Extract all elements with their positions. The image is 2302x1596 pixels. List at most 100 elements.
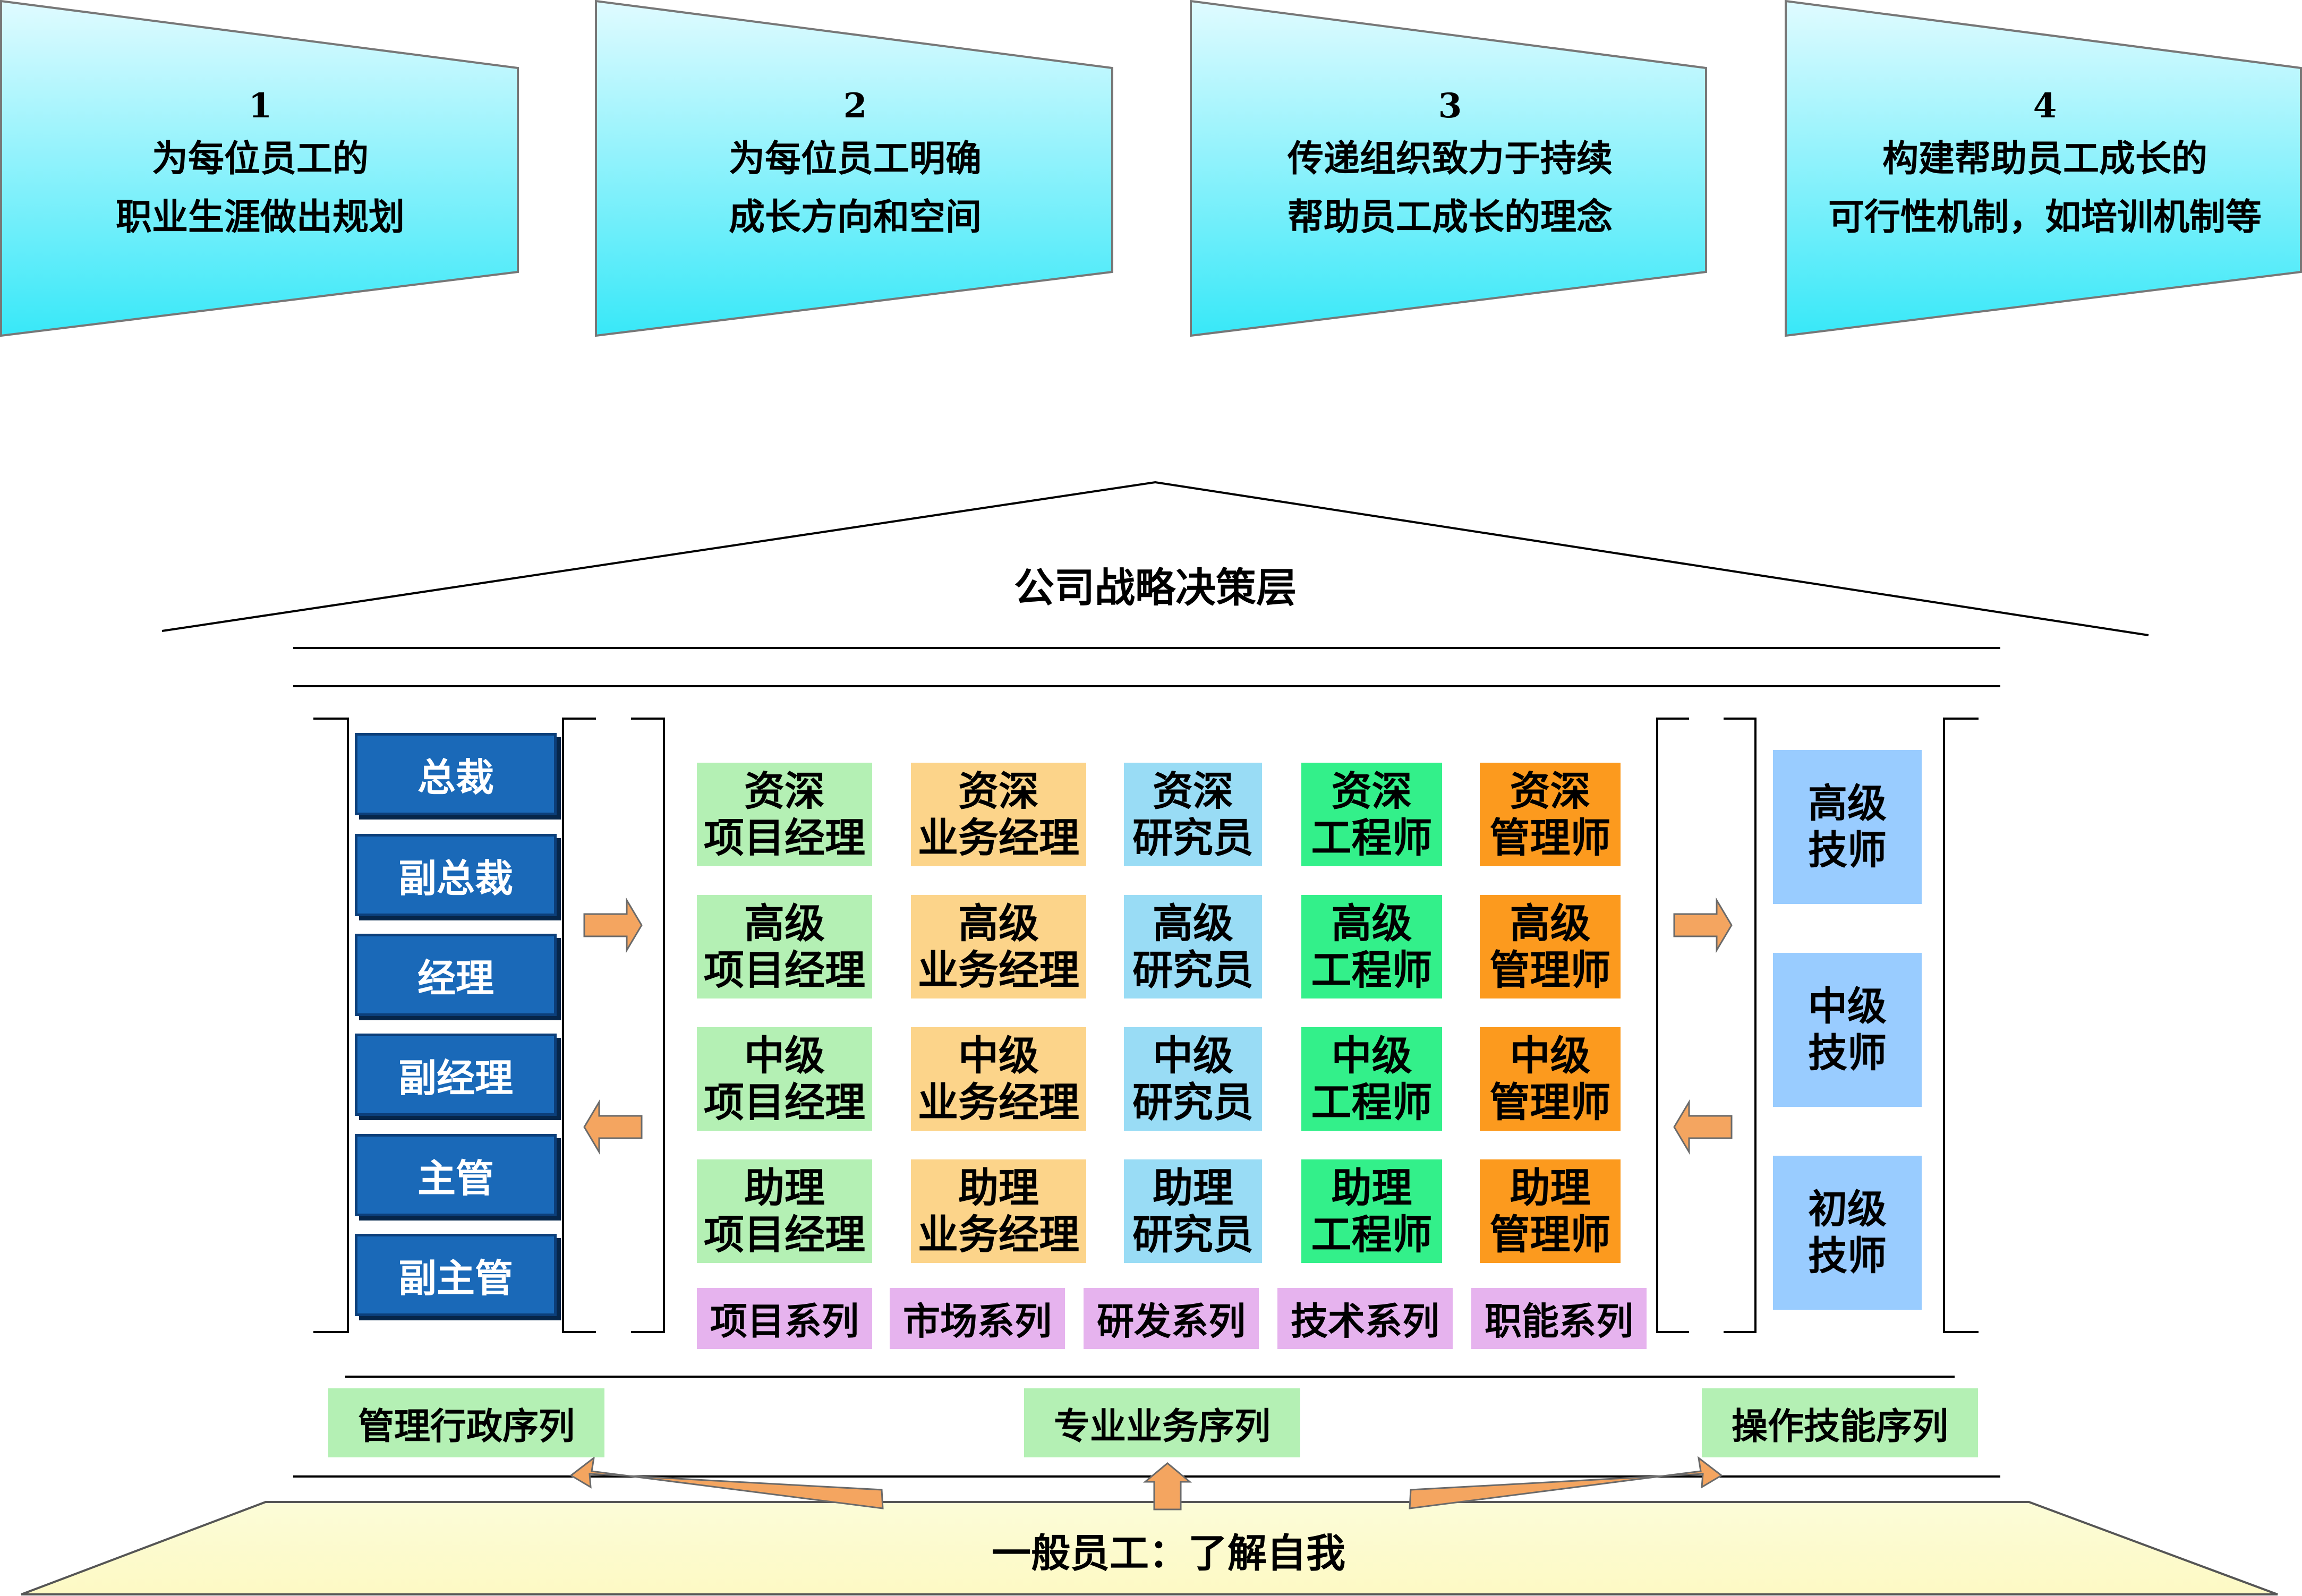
grid-cell: 资深项目经理 [697,763,872,866]
mgmt-level-vice-president: 副总裁 [355,834,557,916]
goal-line: 成长方向和空间 [728,197,982,238]
technician-level: 初级 [1808,1187,1887,1232]
brackets [313,718,1979,1333]
goal-line: 帮助员工成长的理念 [1287,197,1613,238]
technician-title: 技师 [1808,1030,1887,1076]
up-right-arrow-icon [1409,1456,1723,1509]
grid-cell-role: 项目经理 [704,814,865,861]
series-label: 技术系列 [1277,1288,1453,1349]
mgmt-level-president: 总裁 [355,733,557,815]
technician-title: 技师 [1808,827,1887,873]
grid-cell: 中级业务经理 [911,1027,1086,1131]
up-arrow-icon [1143,1462,1192,1510]
grid-cell-role: 项目经理 [704,946,865,994]
sequence-professional: 专业业务序列 [1024,1388,1300,1457]
grid-cell-role: 工程师 [1311,1210,1433,1258]
goal-line: 可行性机制，如培训机制等 [1828,197,2262,238]
grid-cell: 高级管理师 [1480,895,1621,998]
goal-shape-2 [595,0,1113,337]
technician-level: 中级 [1808,984,1887,1029]
goal-line: 构建帮助员工成长的 [1882,138,2207,180]
grid-cell-level: 资深 [1510,767,1591,815]
grid-cell-level: 中级 [744,1031,825,1079]
grid-cell-role: 项目经理 [704,1210,865,1258]
goal-line: 传递组织致力于持续 [1287,138,1613,180]
mgmt-level-manager: 经理 [355,934,557,1016]
goal-number: 4 [2033,86,2057,126]
mgmt-level-deputy-supervisor: 副主管 [355,1234,557,1316]
right-arrow-icon [1673,897,1733,953]
grid-cell-role: 业务经理 [918,1078,1079,1126]
grid-cell-level: 资深 [958,767,1039,815]
grid-cell: 资深业务经理 [911,763,1086,866]
series-label: 项目系列 [697,1288,872,1349]
mgmt-level-supervisor: 主管 [355,1134,557,1216]
grid-cell-level: 资深 [1153,767,1233,815]
grid-cell-level: 中级 [1510,1031,1591,1079]
technician-senior: 高级 技师 [1773,750,1922,904]
goal-shape-1 [0,0,519,337]
grid-cell: 资深研究员 [1124,763,1262,866]
grid-cell-level: 高级 [958,899,1039,947]
grid-cell-role: 工程师 [1311,1078,1433,1126]
goal-number: 1 [248,86,272,126]
series-label: 研发系列 [1084,1288,1259,1349]
grid-cell-level: 资深 [1331,767,1412,815]
grid-cell-role: 管理师 [1489,946,1611,994]
goal-3: 3 传递组织致力于持续 帮助员工成长的理念 [1222,85,1678,244]
grid-cell: 中级研究员 [1124,1027,1262,1131]
sequence-management: 管理行政序列 [328,1388,604,1457]
technician-level: 高级 [1808,781,1887,826]
left-arrow-icon [1673,1099,1733,1155]
series-label: 职能系列 [1471,1288,1647,1349]
grid-cell: 高级研究员 [1124,895,1262,998]
series-label: 市场系列 [890,1288,1065,1349]
roof-title: 公司战略决策层 [1014,564,1297,611]
grid-cell-level: 高级 [1153,899,1233,947]
goal-4: 4 构建帮助员工成长的 可行性机制，如培训机制等 [1790,85,2300,244]
sequence-operational: 操作技能序列 [1702,1388,1978,1457]
grid-cell-role: 业务经理 [918,814,1079,861]
goal-line: 职业生涯做出规划 [115,197,405,238]
roof-outline [161,481,2149,636]
technician-junior: 初级 技师 [1773,1156,1922,1310]
grid-cell-level: 高级 [744,899,825,947]
grid-cell-role: 管理师 [1489,1210,1611,1258]
grid-cell: 高级项目经理 [697,895,872,998]
grid-cell-role: 项目经理 [704,1078,865,1126]
grid-cell: 高级工程师 [1301,895,1442,998]
grid-cell-role: 工程师 [1311,946,1433,994]
right-arrow-icon [583,897,643,953]
grid-cell-level: 助理 [1331,1164,1412,1211]
grid-cell-role: 业务经理 [918,946,1079,994]
mgmt-level-deputy-manager: 副经理 [355,1034,557,1116]
left-arrow-icon [583,1099,643,1155]
grid-cell: 助理研究员 [1124,1159,1262,1263]
goal-number: 3 [1438,86,1462,126]
grid-cell-level: 助理 [744,1164,825,1211]
grid-cell-level: 中级 [1331,1031,1412,1079]
grid-cell-role: 工程师 [1311,814,1433,861]
grid-cell-role: 研究员 [1132,1210,1254,1258]
grid-cell-role: 研究员 [1132,814,1254,861]
grid-cell: 助理管理师 [1480,1159,1621,1263]
grid-cell-level: 助理 [1510,1164,1591,1211]
grid-cell: 中级项目经理 [697,1027,872,1131]
grid-cell: 资深工程师 [1301,763,1442,866]
grid-cell-level: 资深 [744,767,825,815]
grid-cell: 资深管理师 [1480,763,1621,866]
base-text: 一般员工：了解自我 [992,1530,1345,1576]
grid-cell-role: 研究员 [1132,1078,1254,1126]
goal-2: 2 为每位员工明确 成长方向和空间 [627,85,1084,244]
goal-line: 为每位员工的 [151,138,369,180]
goal-number: 2 [843,86,867,126]
grid-cell-level: 助理 [1153,1164,1233,1211]
grid-cell-level: 助理 [958,1164,1039,1211]
grid-cell-role: 业务经理 [918,1210,1079,1258]
grid-cell: 助理项目经理 [697,1159,872,1263]
technician-intermediate: 中级 技师 [1773,953,1922,1107]
goal-shape-3 [1190,0,1707,337]
grid-cell-role: 研究员 [1132,946,1254,994]
grid-cell: 助理业务经理 [911,1159,1086,1263]
